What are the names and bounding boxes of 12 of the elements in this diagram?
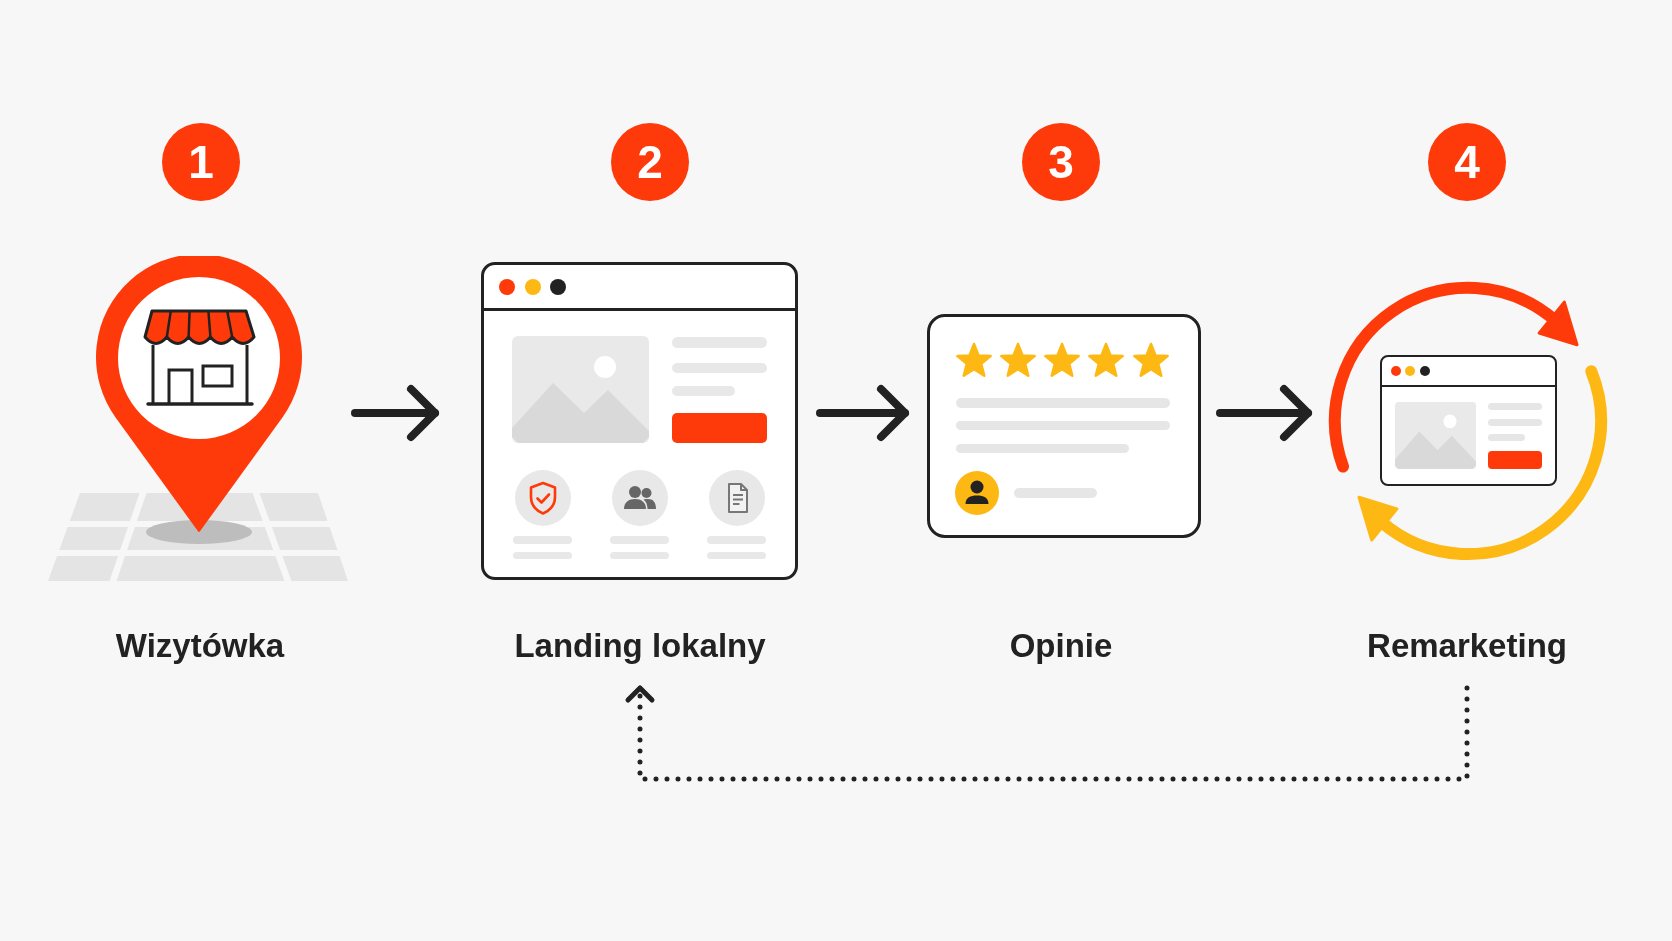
step-label: Opinie xyxy=(1009,626,1113,666)
arrow xyxy=(351,385,439,441)
step-number: 3 xyxy=(1022,123,1100,201)
step-number: 4 xyxy=(1428,123,1506,201)
step-label: Wizytówka xyxy=(115,626,285,666)
step-number: 1 xyxy=(162,123,240,201)
arrow xyxy=(1216,385,1312,441)
arrow xyxy=(816,385,909,441)
dotted-arrow xyxy=(625,685,1470,782)
step-number: 2 xyxy=(611,123,689,201)
step-label: Landing lokalny xyxy=(514,626,766,666)
step-label: Remarketing xyxy=(1367,626,1567,666)
